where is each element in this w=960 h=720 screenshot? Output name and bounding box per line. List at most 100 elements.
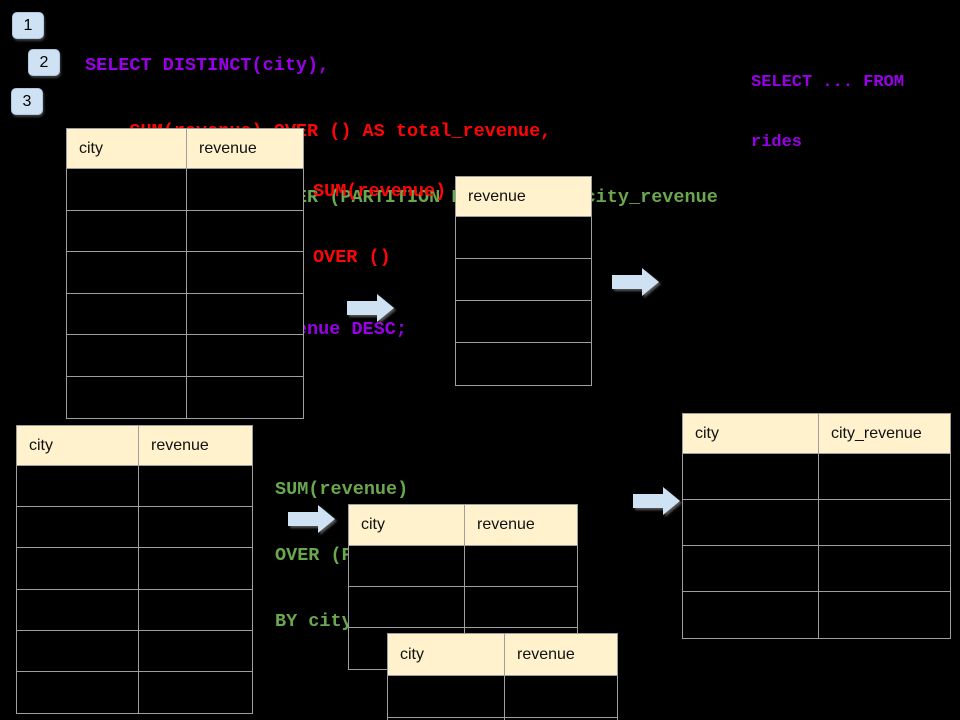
table-cell [683, 454, 818, 499]
table-cell [349, 546, 464, 586]
step-badge-2: 2 [28, 49, 60, 76]
table-partition-overlay: city revenue [387, 633, 618, 720]
table-cell [186, 376, 303, 418]
table-cell [17, 631, 138, 671]
table-cell [17, 507, 138, 547]
note-line: SELECT ... FROM [751, 73, 905, 92]
table-row [17, 589, 252, 631]
table-row [388, 676, 617, 718]
table-row [388, 718, 617, 720]
table-city-revenue-result: city city_revenue [682, 413, 951, 639]
step-badge-3: 3 [11, 88, 43, 115]
table-cell [67, 252, 186, 293]
table-row [456, 217, 591, 259]
table-cell [456, 343, 591, 385]
table-header: city revenue [17, 426, 252, 466]
total-revenue-annotation: SUM(revenue) OVER () [313, 137, 446, 313]
table-cell [818, 454, 950, 499]
table-cell [683, 546, 818, 591]
column-header-revenue: revenue [186, 129, 303, 169]
table-row [349, 546, 577, 587]
flow-arrow-icon [347, 294, 394, 322]
table-cell [349, 587, 464, 627]
table-cell [456, 259, 591, 300]
column-header-revenue: revenue [138, 426, 252, 466]
table-cell [818, 592, 950, 638]
annotation-line: SUM(revenue) [313, 181, 447, 202]
table-body [683, 454, 950, 638]
column-header-city: city [683, 414, 818, 454]
table-cell [67, 377, 186, 419]
table-header: city revenue [388, 634, 617, 676]
table-cell [138, 630, 252, 671]
annotation-line: OVER () [313, 247, 391, 268]
table-row [17, 548, 252, 590]
table-cell [186, 252, 303, 293]
annotation-line: SUM(revenue) [275, 479, 409, 500]
table-cell [186, 210, 303, 251]
table-cell [504, 676, 617, 717]
table-cell [67, 169, 186, 210]
table-row [67, 210, 303, 252]
table-cell [67, 335, 186, 376]
table-total-revenue: revenue [455, 176, 592, 386]
table-cell [456, 217, 591, 258]
table-cell [683, 592, 818, 638]
column-header-city-revenue: city_revenue [818, 414, 950, 454]
table-rides-source-top: city revenue [66, 128, 304, 419]
table-row [67, 293, 303, 335]
table-row [683, 500, 950, 546]
table-cell [67, 294, 186, 335]
table-body [388, 676, 617, 720]
table-row [683, 546, 950, 592]
column-header-city: city [67, 129, 186, 169]
select-from-note: SELECT ... FROM rides [751, 33, 904, 193]
table-cell [17, 590, 138, 630]
table-row [456, 259, 591, 301]
table-cell [186, 169, 303, 210]
table-header: city revenue [67, 129, 303, 169]
table-cell [683, 500, 818, 545]
table-rides-source-bottom: city revenue [16, 425, 253, 715]
column-header-revenue: revenue [504, 634, 617, 676]
table-cell [138, 589, 252, 630]
table-row [67, 376, 303, 419]
flow-arrow-icon [633, 487, 680, 515]
table-cell [818, 546, 950, 591]
table-cell [67, 211, 186, 252]
sql-line-select: SELECT DISTINCT(city), [85, 55, 330, 76]
table-row [349, 587, 577, 628]
table-row [17, 466, 252, 508]
note-line: rides [751, 133, 803, 152]
table-cell [138, 507, 252, 548]
table-row [17, 630, 252, 672]
column-header-revenue: revenue [456, 177, 591, 217]
table-header: city revenue [349, 505, 577, 546]
table-row [683, 454, 950, 500]
table-body [17, 466, 252, 714]
table-body [67, 169, 303, 418]
table-row [67, 335, 303, 377]
table-row [683, 592, 950, 638]
table-cell [17, 548, 138, 588]
table-cell [17, 466, 138, 506]
column-header-city: city [388, 634, 504, 676]
column-header-city: city [17, 426, 138, 466]
table-row [456, 343, 591, 385]
table-body [456, 217, 591, 385]
table-cell [186, 293, 303, 334]
step-badge-1: 1 [12, 12, 44, 39]
column-header-revenue: revenue [464, 505, 577, 546]
table-cell [504, 718, 617, 720]
flow-arrow-icon [288, 505, 335, 533]
table-cell [388, 676, 504, 717]
table-cell [818, 500, 950, 545]
table-cell [138, 466, 252, 507]
table-header: city city_revenue [683, 414, 950, 454]
table-cell [464, 546, 577, 586]
table-row [17, 507, 252, 549]
column-header-city: city [349, 505, 464, 546]
table-header: revenue [456, 177, 591, 217]
flow-arrow-icon [612, 268, 659, 296]
table-row [67, 169, 303, 211]
